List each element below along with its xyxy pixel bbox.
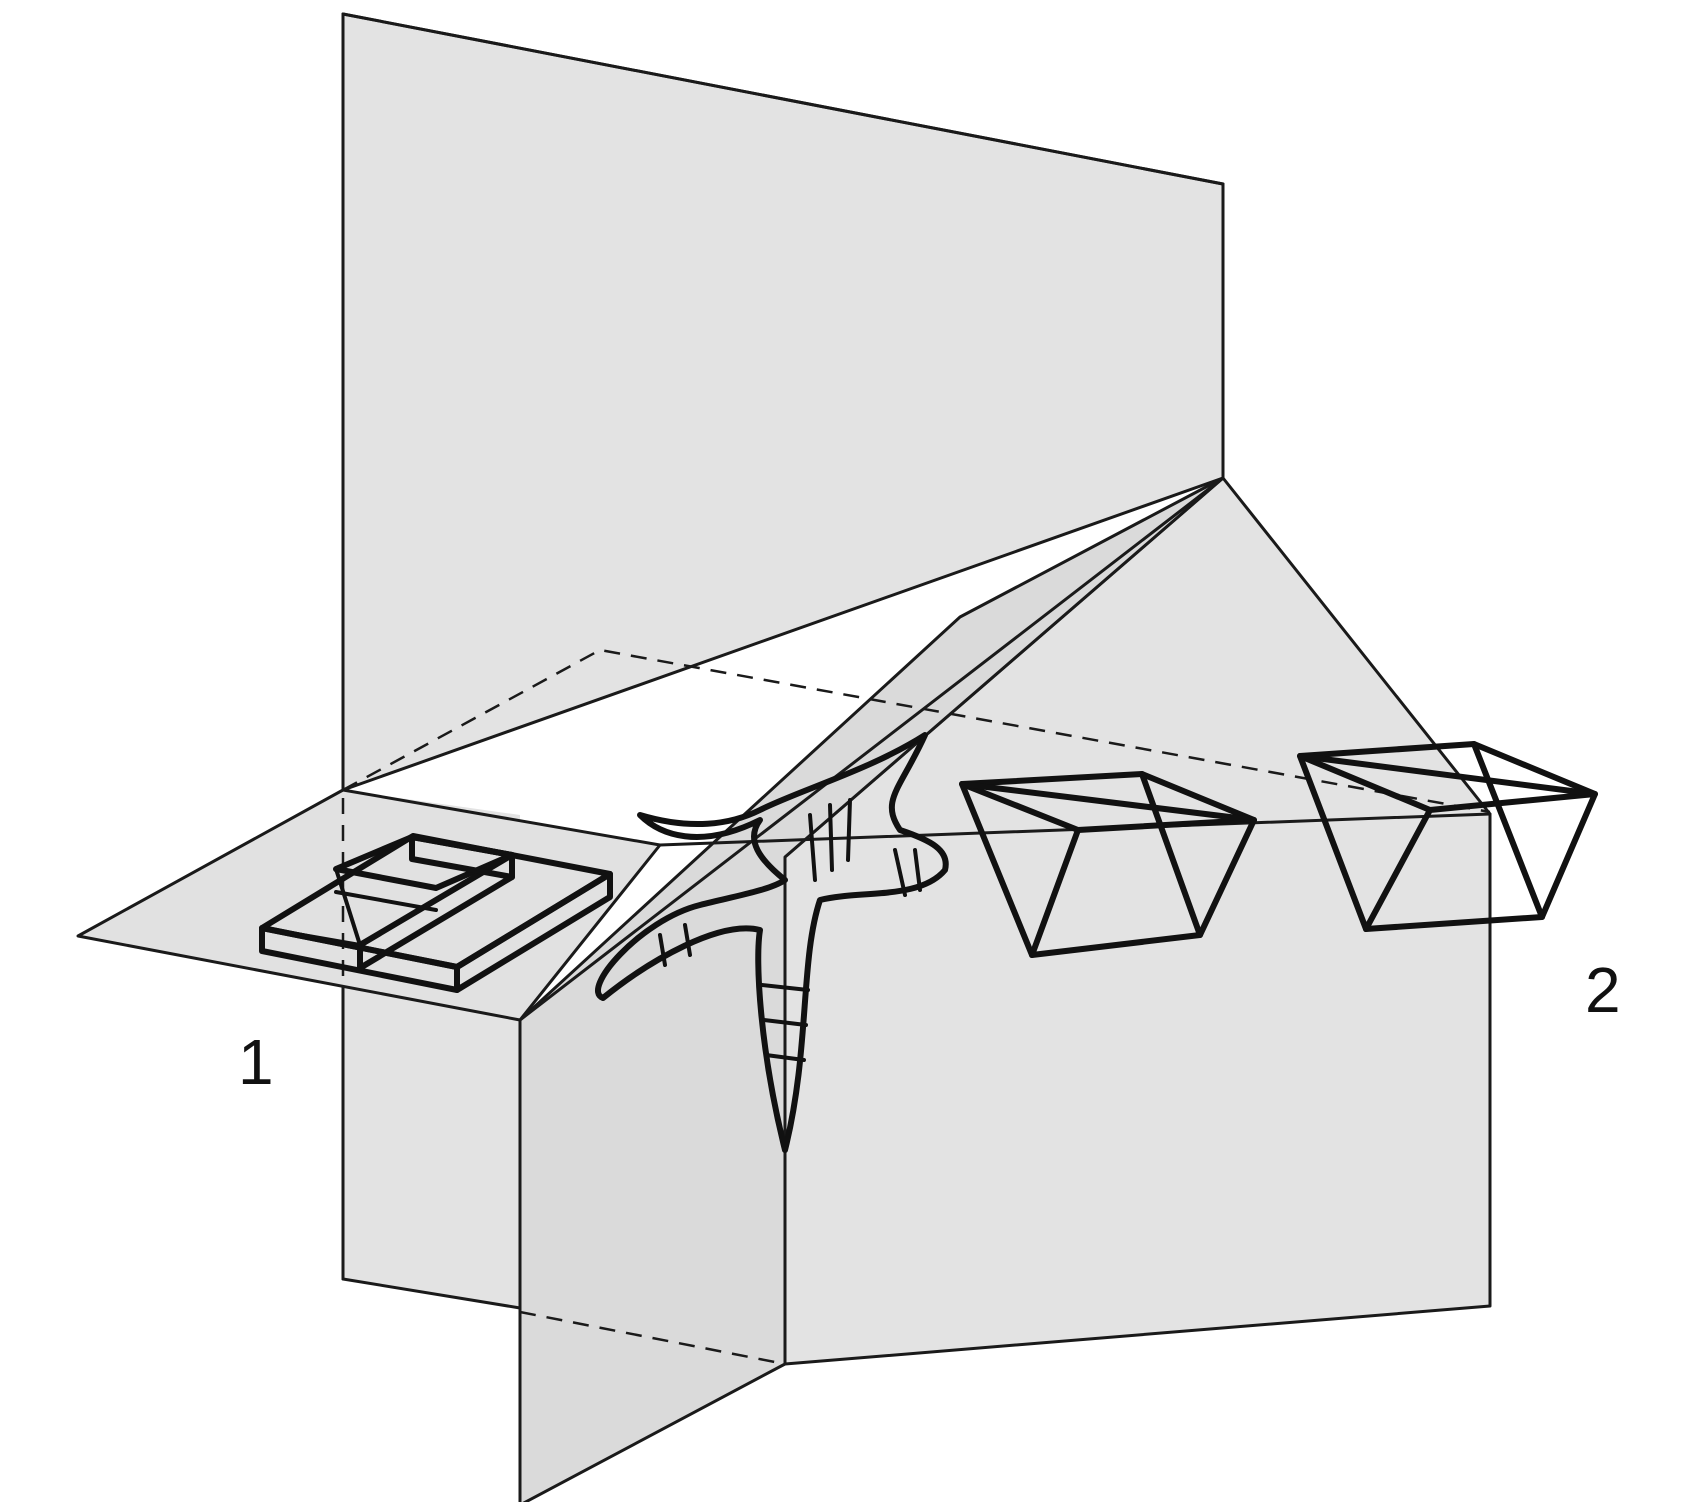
central-trilobed-object <box>595 732 949 1153</box>
model-1-cross-boxes <box>259 833 613 993</box>
wedge-ridge-line <box>518 476 1225 1022</box>
hidden-bottom-edge <box>519 1310 786 1366</box>
label-1: 1 <box>238 1026 274 1098</box>
right-vertical-plane <box>783 476 1492 1366</box>
frustum-middle <box>959 771 1257 958</box>
inclined-wedge-plane <box>518 476 1225 1502</box>
label-2: 2 <box>1585 954 1621 1026</box>
back-plane-top-edge <box>341 12 1225 186</box>
frustum-right <box>1297 741 1598 932</box>
back-plane-bottom-edge <box>341 1277 522 1310</box>
hidden-horizontal-back-edge <box>342 648 1491 814</box>
